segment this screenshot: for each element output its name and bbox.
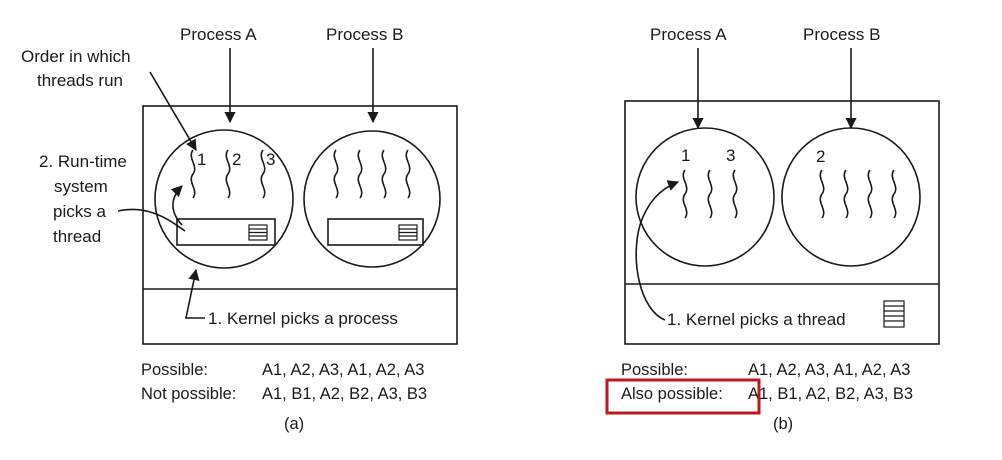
thread-number: 1 (197, 150, 206, 169)
thread-number: 3 (726, 146, 735, 165)
caption-a: (a) (284, 415, 304, 433)
thread-squiggle (260, 149, 266, 199)
process-b-circle-a (303, 130, 441, 268)
highlight-box (605, 378, 761, 415)
kernel-thread-table-icon (883, 300, 905, 328)
process-a-label-a: Process A (180, 25, 257, 44)
runtime-system-box-b (327, 218, 424, 246)
thread-table-icon (248, 224, 268, 241)
runtime-pointer (117, 208, 186, 232)
thread-number: 1 (681, 146, 690, 165)
thread-squiggle (333, 149, 339, 199)
possible-label-a: Possible: (141, 361, 208, 379)
order-label-line1: Order in which (21, 47, 131, 66)
possible-value-b: A1, A2, A3, A1, A2, A3 (748, 361, 910, 379)
thread-squiggle (707, 169, 713, 219)
thread-number: 3 (266, 150, 275, 169)
also-possible-label-b: Also possible: (621, 385, 723, 403)
runtime-label-line4: thread (53, 227, 101, 246)
thread-squiggle (843, 169, 849, 219)
process-a-circle-b (635, 127, 775, 267)
order-label-line2: threads run (37, 71, 123, 90)
thread-squiggle (682, 169, 688, 219)
kernel-space-box-a (142, 105, 458, 345)
not-possible-label-a: Not possible: (141, 385, 236, 403)
runtime-pick-arrow (170, 185, 183, 226)
thread-table-icon (398, 224, 418, 241)
thread-squiggle (891, 169, 897, 219)
process-a-circle-a (154, 129, 294, 269)
thread-squiggle (190, 149, 196, 199)
order-arrow (149, 71, 197, 151)
thread-number: 2 (816, 147, 825, 166)
kernel-pick-arrow-b (635, 180, 680, 321)
runtime-label-line1: 2. Run-time (39, 152, 127, 171)
thread-number: 2 (232, 150, 241, 169)
runtime-label-line3: picks a (53, 202, 106, 221)
process-b-label-a: Process B (326, 25, 403, 44)
thread-squiggle (819, 169, 825, 219)
runtime-system-box-a (176, 218, 276, 246)
kernel-pick-arrow-a (185, 268, 205, 319)
also-possible-value-b: A1, B1, A2, B2, A3, B3 (748, 385, 913, 403)
thread-squiggle (381, 149, 387, 199)
panel-b: Process A Process B 1 3 2 1. Kernel pick… (605, 25, 940, 433)
possible-label-b: Possible: (621, 361, 688, 379)
kernel-label-b: 1. Kernel picks a thread (667, 310, 846, 329)
thread-squiggle (225, 149, 231, 199)
thread-squiggle (732, 169, 738, 219)
thread-squiggle (357, 149, 363, 199)
process-a-label-b: Process A (650, 25, 727, 44)
process-b-circle-b (781, 127, 921, 267)
possible-value-a: A1, A2, A3, A1, A2, A3 (262, 361, 424, 379)
thread-squiggle (405, 149, 411, 199)
kernel-space-box-b (624, 100, 940, 345)
caption-b: (b) (773, 415, 793, 433)
kernel-label-a: 1. Kernel picks a process (208, 309, 398, 328)
panel-a: Process A Process B 1 2 3 (21, 25, 458, 433)
process-b-label-b: Process B (803, 25, 880, 44)
runtime-label-line2: system (54, 177, 108, 196)
not-possible-value-a: A1, B1, A2, B2, A3, B3 (262, 385, 427, 403)
thread-squiggle (867, 169, 873, 219)
